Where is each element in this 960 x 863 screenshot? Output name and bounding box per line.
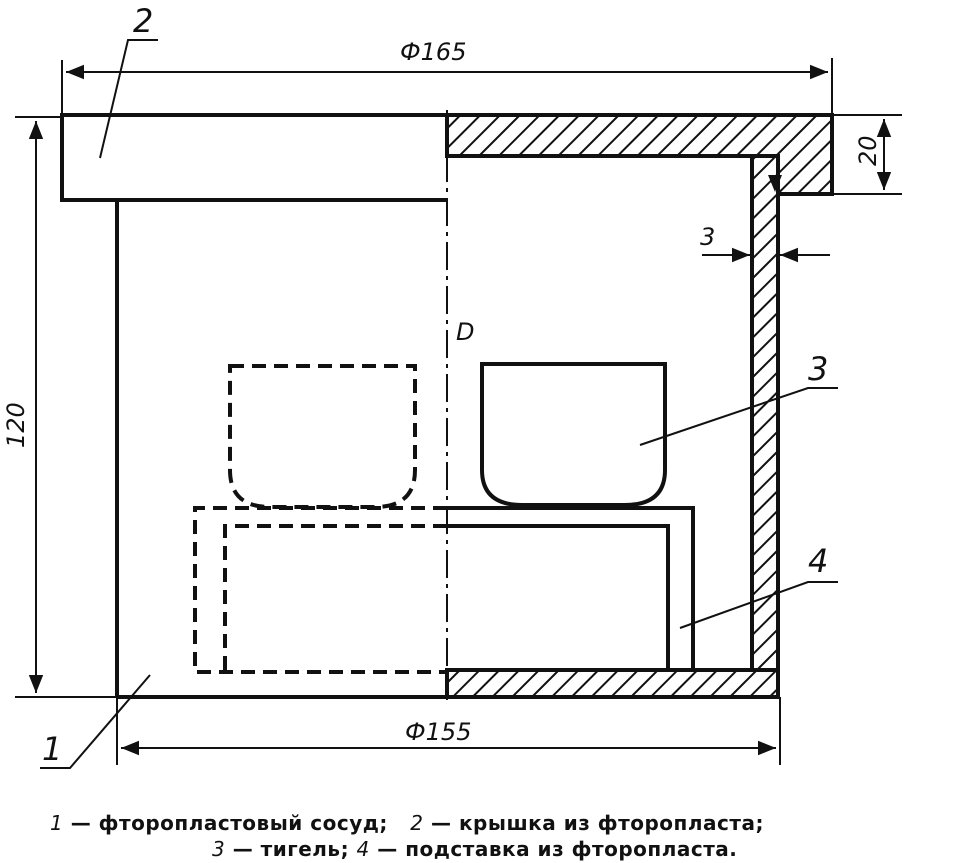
dim-inner-diameter: Ф155 xyxy=(405,718,471,746)
leader-lid xyxy=(99,39,158,159)
crucible-dashed xyxy=(228,364,417,509)
dim-lid-thickness: 20 xyxy=(854,135,882,166)
vessel-wall-hatched xyxy=(750,154,780,697)
legend-item2-text: — крышка из фторопласта; xyxy=(431,811,764,835)
dim-outer-diameter: Ф165 xyxy=(400,38,466,66)
legend-item4-text: — подставка из фторопласта. xyxy=(377,837,738,861)
legend-item3-num: 3 xyxy=(212,837,226,861)
stand-inner-dashed xyxy=(223,524,447,672)
legend-item1-num: 1 xyxy=(50,811,64,835)
legend-item4-num: 4 xyxy=(356,837,370,861)
legend-item2-num: 2 xyxy=(410,811,424,835)
caption-line-1: 1 — фторопластовый сосуд; 2 — крышка из … xyxy=(50,810,960,836)
dim-height: 120 xyxy=(2,402,30,448)
figure-caption: 1 — фторопластовый сосуд; 2 — крышка из … xyxy=(50,810,960,862)
vessel-bottom-hatched xyxy=(445,668,780,699)
stand-inner-solid xyxy=(447,524,670,668)
technical-drawing: Ф165 Ф155 120 20 3 D 1 2 3 4 xyxy=(2,2,902,769)
stand-outer-dashed xyxy=(193,506,447,674)
callout-vessel: 1 xyxy=(42,730,62,768)
legend-item3-text: — тигель; xyxy=(232,837,350,861)
caption-line-2: 3 — тигель; 4 — подставка из фторопласта… xyxy=(50,836,960,862)
crucible-solid xyxy=(480,362,667,507)
leader-vessel xyxy=(40,674,151,769)
callout-lid: 2 xyxy=(133,2,153,40)
stand-outer-solid xyxy=(447,506,695,668)
legend-item1-text: — фторопластовый сосуд; xyxy=(70,811,388,835)
leader-stand xyxy=(679,581,838,629)
leader-crucible xyxy=(639,387,838,446)
dim-wall-thickness: 3 xyxy=(700,223,715,251)
lid-outline xyxy=(60,113,447,202)
callout-stand: 4 xyxy=(808,542,828,580)
callout-crucible: 3 xyxy=(808,350,828,388)
seal-marker xyxy=(768,175,782,192)
centerline-symbol: D xyxy=(456,318,474,346)
